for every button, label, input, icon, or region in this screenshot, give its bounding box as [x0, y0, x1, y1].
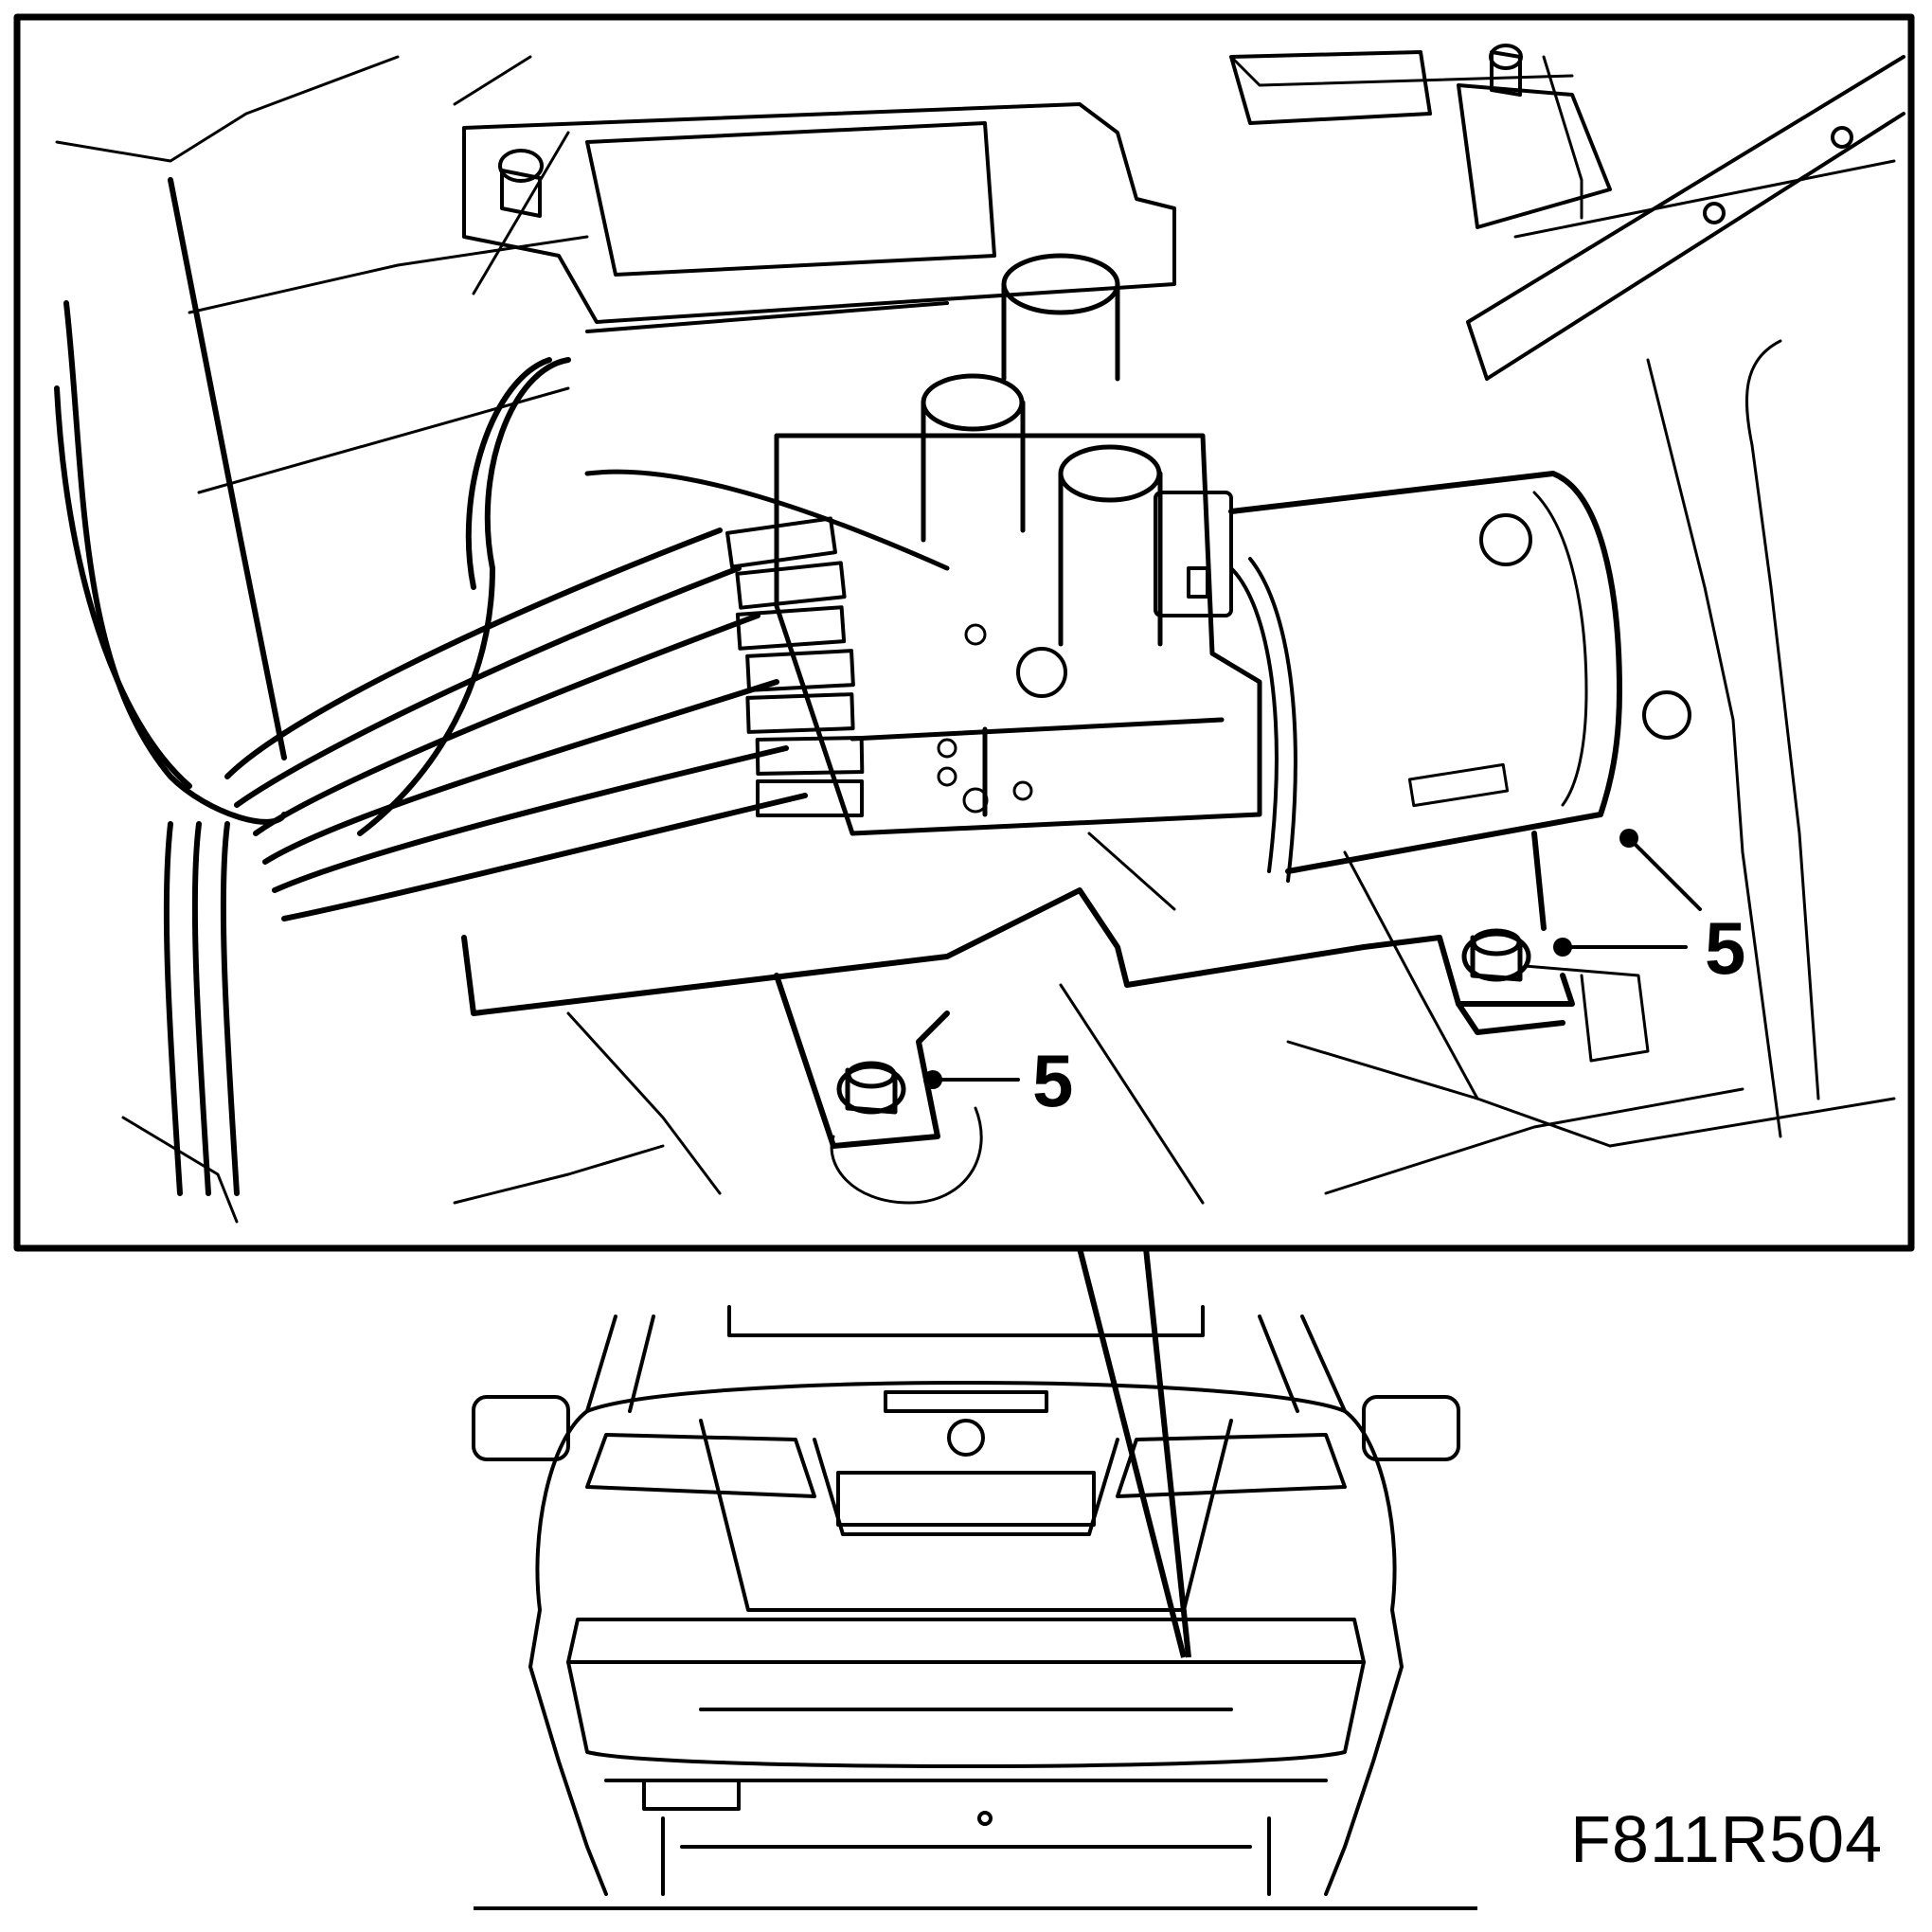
inset-pointer [1077, 1247, 1191, 1658]
car-rear-view [472, 1305, 1460, 1896]
emblem [947, 1419, 985, 1457]
bolt-icon [498, 44, 1523, 218]
wiring-harness [54, 177, 950, 1196]
left-mirror [472, 1395, 570, 1461]
callout-leaders [931, 836, 1702, 1082]
reservoir-cylinder [921, 253, 1163, 647]
trunk-floor-structure [55, 55, 1896, 1224]
pump-motor [1228, 471, 1691, 874]
third-brake-light [884, 1390, 1048, 1413]
side-rail [1466, 55, 1905, 381]
electrical-connector [1154, 491, 1233, 617]
brake-pipe-ferrules [725, 516, 865, 817]
callout-label-left: 5 [1032, 1039, 1073, 1122]
callout-dot [923, 1070, 942, 1089]
right-mirror [1362, 1395, 1460, 1461]
callout-dot [1553, 938, 1572, 957]
left-tail-light [585, 1433, 816, 1498]
callout-label-right: 5 [1705, 906, 1745, 990]
upper-bracket [462, 50, 1612, 333]
right-tail-light [1116, 1433, 1347, 1498]
rear-bumper [566, 1618, 1366, 1664]
figure-id: F811R504 [1570, 1802, 1883, 1876]
detail-inset-frame [13, 13, 1915, 1252]
detail-inset [13, 13, 1915, 1252]
callout-dot [1619, 829, 1638, 848]
licence-plate-recess [836, 1471, 1096, 1527]
gear-ring [1229, 557, 1297, 883]
mounting-nut-icon [830, 928, 1531, 1205]
lower-mounting-bracket [461, 831, 1575, 1149]
